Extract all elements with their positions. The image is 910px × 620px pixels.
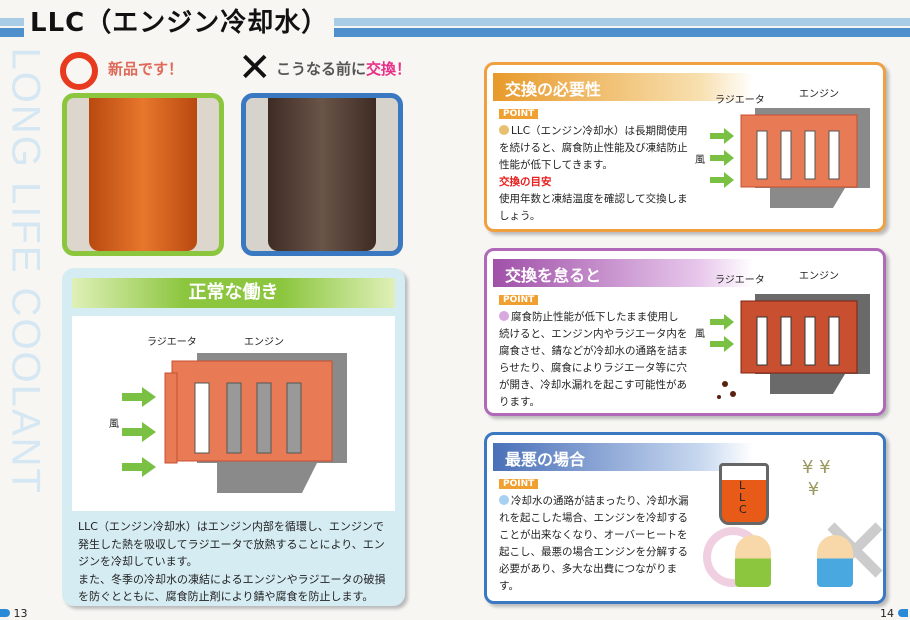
new-caption: 新品です！ <box>108 60 184 78</box>
panel-title: 交換の必要性 <box>493 73 753 101</box>
normal-operation-panel: 正常な働き ラジエータ エンジン 風 LLC（エンジン冷却水）はエンジン内部を循… <box>62 268 405 606</box>
radiator-engine-diagram <box>122 353 347 493</box>
happy-man-icon <box>735 535 771 587</box>
point-badge: POINT <box>499 479 539 489</box>
new-coolant-photo <box>62 93 224 256</box>
neglect-panel: 交換を怠ると POINT 腐食防止性能が低下したまま使用し続けると、エンジン内や… <box>484 248 886 416</box>
radiator-label: ラジエータ <box>715 275 765 286</box>
radiator-label: ラジエータ <box>147 337 197 348</box>
worst-case-panel: 最悪の場合 POINT 冷却水の通路が詰まったり、冷却水漏れを起こした場合、エン… <box>484 432 886 604</box>
normal-description: LLC（エンジン冷却水）はエンジン内部を循環し、エンジンで発生した熱を吸収してラ… <box>78 518 393 606</box>
page-number: 14 <box>880 607 894 620</box>
money-flying-icon: ¥ ¥ ¥ <box>802 457 831 500</box>
engine-label: エンジン <box>799 89 839 100</box>
point-text: LLC（エンジン冷却水）は長期間使用を続けると、腐食防止性能及び凍結防止性能が低… <box>499 125 688 171</box>
wind-label: 風 <box>695 329 705 340</box>
circle-icon <box>60 52 98 90</box>
wind-label: 風 <box>695 155 705 166</box>
radiator-label: ラジエータ <box>715 95 765 106</box>
panel-text: 腐食防止性能が低下したまま使用し続けると、エンジン内やラジエータ内を腐食させ、錆… <box>499 309 689 411</box>
panel-text: LLC（エンジン冷却水）は長期間使用を続けると、腐食防止性能及び凍結防止性能が低… <box>499 123 689 225</box>
vertical-watermark: LONG LIFE COOLANT <box>3 47 48 495</box>
worried-man-icon <box>817 535 853 587</box>
page-number: 13 <box>13 607 28 620</box>
point-badge: POINT <box>499 109 539 119</box>
engine-label: エンジン <box>244 337 284 348</box>
corroded-radiator-diagram <box>710 294 870 399</box>
point-badge: POINT <box>499 295 539 305</box>
point-text: 腐食防止性能が低下したまま使用し続けると、エンジン内やラジエータ内を腐食させ、錆… <box>499 311 688 408</box>
page-number-right: 14 <box>880 607 908 620</box>
radiator-diagram-small <box>710 108 870 208</box>
description-paragraph: LLC（エンジン冷却水）はエンジン内部を循環し、エンジンで発生した熱を吸収してラ… <box>78 520 385 568</box>
engine-label: エンジン <box>799 271 839 282</box>
point-text: 冷却水の通路が詰まったり、冷却水漏れを起こした場合、エンジンを冷却することが出来… <box>499 495 689 592</box>
llc-jug-icon: LLC <box>719 463 769 525</box>
header-stripe <box>0 28 910 37</box>
subtext: 使用年数と凍結温度を確認して交換しましょう。 <box>499 193 688 222</box>
description-paragraph: また、冬季の冷却水の凍結によるエンジンやラジエータの破損を防ぐとともに、腐食防止… <box>78 572 386 604</box>
cross-icon: ✕ <box>238 45 272 91</box>
page-number-left: 13 <box>0 607 28 620</box>
subhead: 交換の目安 <box>499 176 552 188</box>
jug-label: LLC <box>739 479 747 516</box>
replace-caption: こうなる前に交換！ <box>276 58 411 79</box>
panel-title: 最悪の場合 <box>493 443 753 471</box>
panel-text: 冷却水の通路が詰まったり、冷却水漏れを起こした場合、エンジンを冷却することが出来… <box>499 493 689 595</box>
old-coolant-photo <box>241 93 403 256</box>
normal-title: 正常な働き <box>72 278 395 308</box>
panel-title: 交換を怠ると <box>493 259 753 287</box>
caption-prefix: こうなる前に <box>276 60 367 78</box>
wind-label: 風 <box>109 419 119 430</box>
page-title: LLC（エンジン冷却水） <box>24 2 335 39</box>
replacement-necessity-panel: 交換の必要性 POINT LLC（エンジン冷却水）は長期間使用を続けると、腐食防… <box>484 62 886 232</box>
caption-highlight: 交換！ <box>366 60 412 78</box>
header-stripe-light <box>0 18 910 26</box>
